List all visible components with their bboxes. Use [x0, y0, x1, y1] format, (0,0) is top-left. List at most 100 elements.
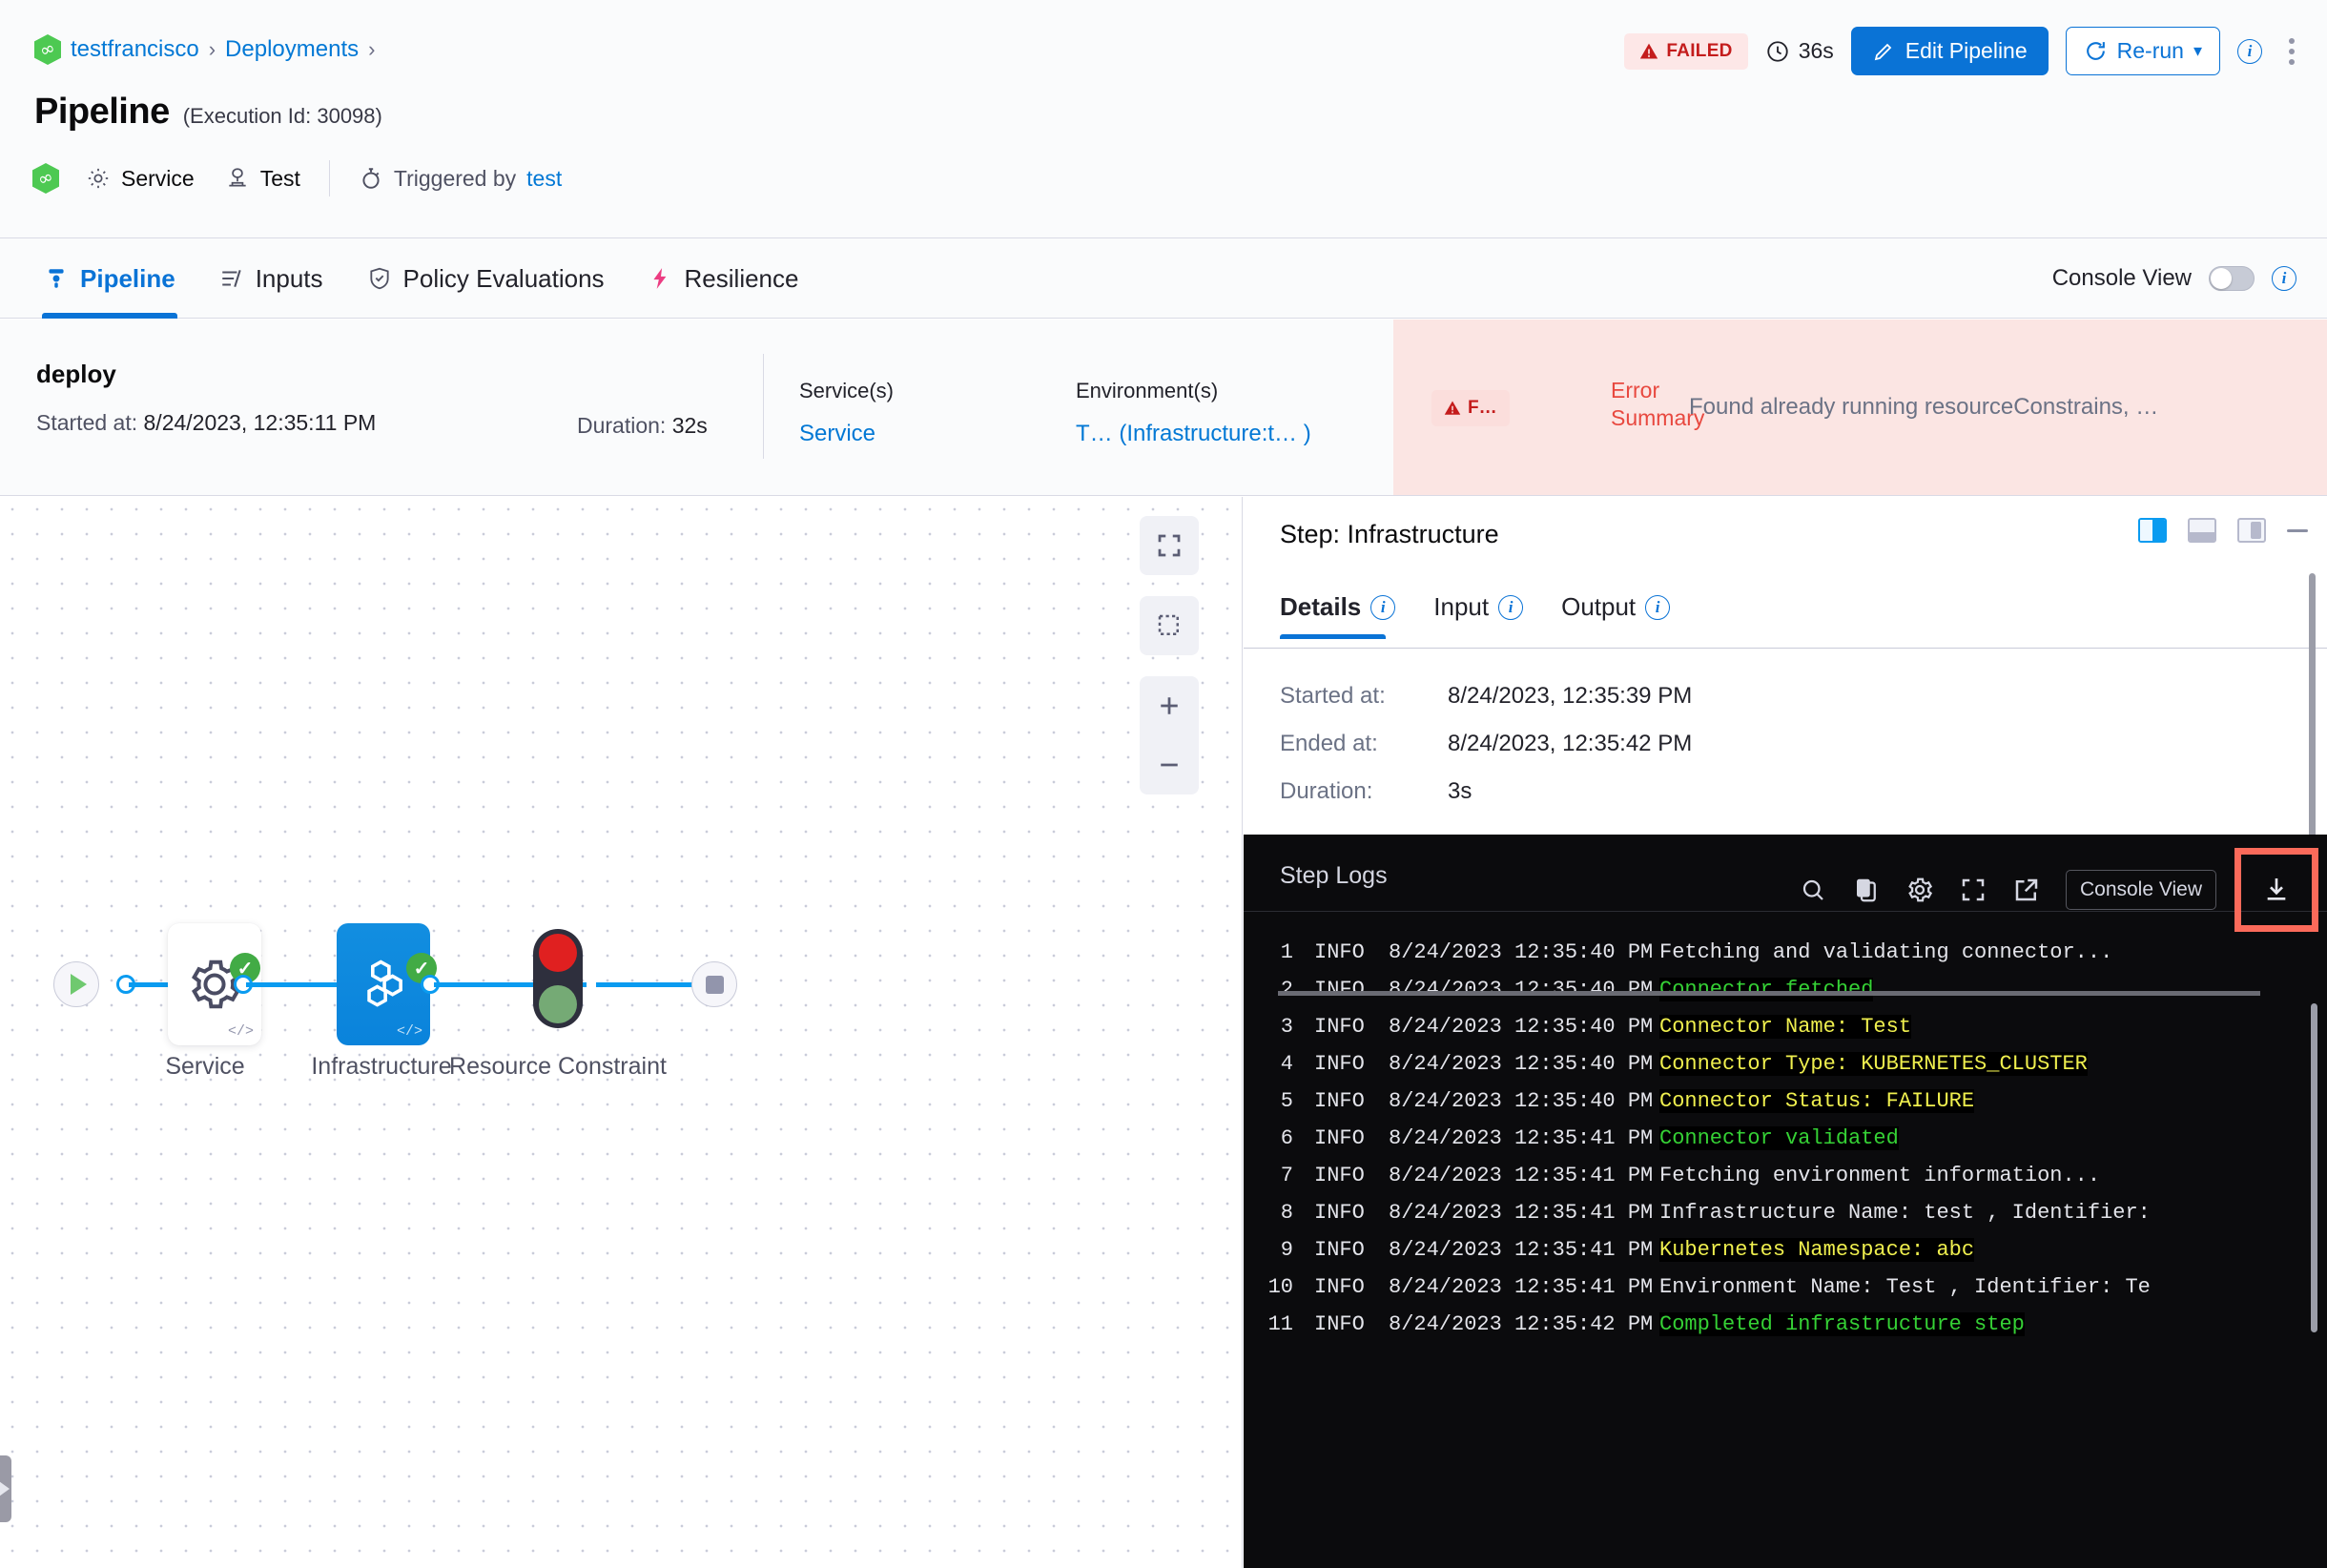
log-line-timestamp: 8/24/2023 12:35:40 PM: [1389, 940, 1654, 964]
copy-icon: [1856, 878, 1876, 902]
tab-details[interactable]: Details i: [1280, 592, 1396, 639]
duration-value: 36s: [1798, 38, 1834, 63]
infrastructure-node[interactable]: </>: [337, 923, 430, 1045]
meta-trigger: Triggered by test: [359, 166, 562, 192]
tab-policy-evaluations[interactable]: Policy Evaluations: [365, 238, 607, 319]
edit-pipeline-button[interactable]: Edit Pipeline: [1850, 27, 2049, 75]
log-line-number: 2: [1280, 978, 1293, 1001]
stage-environments-value[interactable]: T… (Infrastructure:t… ): [1076, 421, 1311, 446]
log-line-level: INFO: [1314, 1201, 1365, 1225]
minimize-panel-icon[interactable]: [2287, 528, 2308, 532]
log-line-number: 8: [1280, 1201, 1293, 1225]
log-line-timestamp: 8/24/2023 12:35:41 PM: [1389, 1201, 1654, 1225]
log-line-level: INFO: [1314, 1015, 1365, 1039]
meta-trigger-prefix: Triggered by: [393, 165, 517, 191]
wire-service-to-infra: [246, 982, 351, 987]
play-icon: [70, 974, 87, 995]
refresh-icon: [2086, 42, 2105, 60]
info-icon[interactable]: i: [1370, 594, 1396, 620]
logs-console-view-button[interactable]: Console View: [2065, 870, 2216, 910]
detail-value-duration: 3s: [1448, 778, 1472, 804]
logs-horizontal-scrollbar[interactable]: [1278, 991, 2260, 996]
console-view-info-icon[interactable]: i: [2272, 266, 2296, 291]
panel-right-layout-icon[interactable]: [2138, 518, 2167, 543]
rerun-button[interactable]: Re-run ▾: [2065, 27, 2220, 75]
error-summary-label-line1: Error: [1611, 378, 1660, 402]
panel-float-layout-icon[interactable]: [2237, 518, 2266, 543]
detail-row-started: Started at: 8/24/2023, 12:35:39 PM: [1280, 683, 1692, 710]
gear-icon: [88, 168, 109, 189]
zoom-in-button[interactable]: [1140, 676, 1199, 735]
meta-trigger-user[interactable]: test: [526, 165, 563, 191]
tab-resilience[interactable]: Resilience: [647, 238, 801, 319]
tab-input[interactable]: Input i: [1433, 592, 1524, 639]
start-node[interactable]: [53, 961, 99, 1007]
execution-tabs: Pipeline Inputs Policy Evaluations Resil…: [42, 238, 800, 319]
log-line-message: Fetching and validating connector...: [1659, 940, 2113, 964]
stage-services-value[interactable]: Service: [799, 421, 876, 446]
execution-tabs-row: Pipeline Inputs Policy Evaluations Resil…: [0, 238, 2327, 319]
copy-logs-icon[interactable]: [1852, 876, 1881, 904]
download-logs-button[interactable]: [2234, 848, 2318, 932]
tab-inputs-label: Inputs: [255, 263, 323, 293]
selection-box-button[interactable]: [1140, 596, 1199, 655]
info-icon-input[interactable]: i: [1498, 594, 1524, 620]
rerun-info-icon[interactable]: i: [2237, 38, 2262, 64]
step-panel-scrollbar[interactable]: [2309, 573, 2316, 869]
tab-pipeline[interactable]: Pipeline: [42, 238, 177, 319]
log-line-number: 9: [1280, 1238, 1293, 1262]
expand-icon: [1158, 534, 1181, 557]
info-icon-output[interactable]: i: [1645, 594, 1671, 620]
stage-info: deploy Started at: 8/24/2023, 12:35:11 P…: [36, 360, 376, 436]
shield-check-icon: [369, 267, 389, 290]
chevron-down-icon: ▾: [2193, 41, 2202, 60]
log-line-level: INFO: [1314, 1089, 1365, 1113]
search-logs-icon[interactable]: [1799, 876, 1827, 904]
pipeline-canvas[interactable]: </> ✓ Service </> ✓ Infrastructure Resou…: [0, 497, 1243, 1568]
warning-triangle-icon: [1640, 43, 1658, 58]
zoom-out-button[interactable]: [1140, 735, 1199, 794]
stage-summary-bar: deploy Started at: 8/24/2023, 12:35:11 P…: [0, 320, 2327, 496]
fit-to-screen-button[interactable]: [1140, 516, 1199, 575]
end-node[interactable]: [691, 961, 737, 1007]
open-external-logs-icon[interactable]: [2012, 876, 2041, 904]
meta-environment-label: Test: [259, 165, 300, 191]
kebab-menu-icon[interactable]: [2279, 32, 2304, 71]
stage-environments: Environment(s) T… (Infrastructure:t… ): [1076, 379, 1311, 447]
panel-bottom-layout-icon[interactable]: [2188, 518, 2216, 543]
tab-inputs[interactable]: Inputs: [217, 238, 325, 319]
inputs-icon: [221, 270, 241, 287]
header-actions: FAILED 36s Edit Pipeline Re-run ▾ i: [1624, 27, 2304, 75]
logs-vertical-scrollbar[interactable]: [2311, 1003, 2317, 1332]
console-view-toggle-group: Console View i: [2052, 238, 2296, 319]
meta-service-label: Service: [121, 165, 195, 191]
resource-constraint-node[interactable]: [533, 929, 583, 1028]
sidebar-expand-handle[interactable]: [0, 1455, 11, 1522]
breadcrumb-item-project[interactable]: testfrancisco: [71, 36, 199, 62]
detail-key-duration: Duration:: [1280, 778, 1373, 804]
service-node-label: Service: [165, 1053, 245, 1080]
log-line-timestamp: 8/24/2023 12:35:42 PM: [1389, 1312, 1654, 1336]
dashed-square-icon: [1158, 614, 1179, 635]
infra-hex-icon: [367, 959, 402, 1007]
log-settings-icon[interactable]: [1905, 876, 1934, 904]
tab-output[interactable]: Output i: [1561, 592, 1671, 639]
console-view-switch[interactable]: [2209, 266, 2255, 291]
harness-logo-icon-small: [32, 163, 59, 194]
breadcrumb-item-deployments[interactable]: Deployments: [225, 36, 360, 62]
detail-value-ended: 8/24/2023, 12:35:42 PM: [1448, 731, 1693, 756]
zoom-controls: [1140, 676, 1199, 794]
fullscreen-logs-icon[interactable]: [1959, 876, 1987, 904]
